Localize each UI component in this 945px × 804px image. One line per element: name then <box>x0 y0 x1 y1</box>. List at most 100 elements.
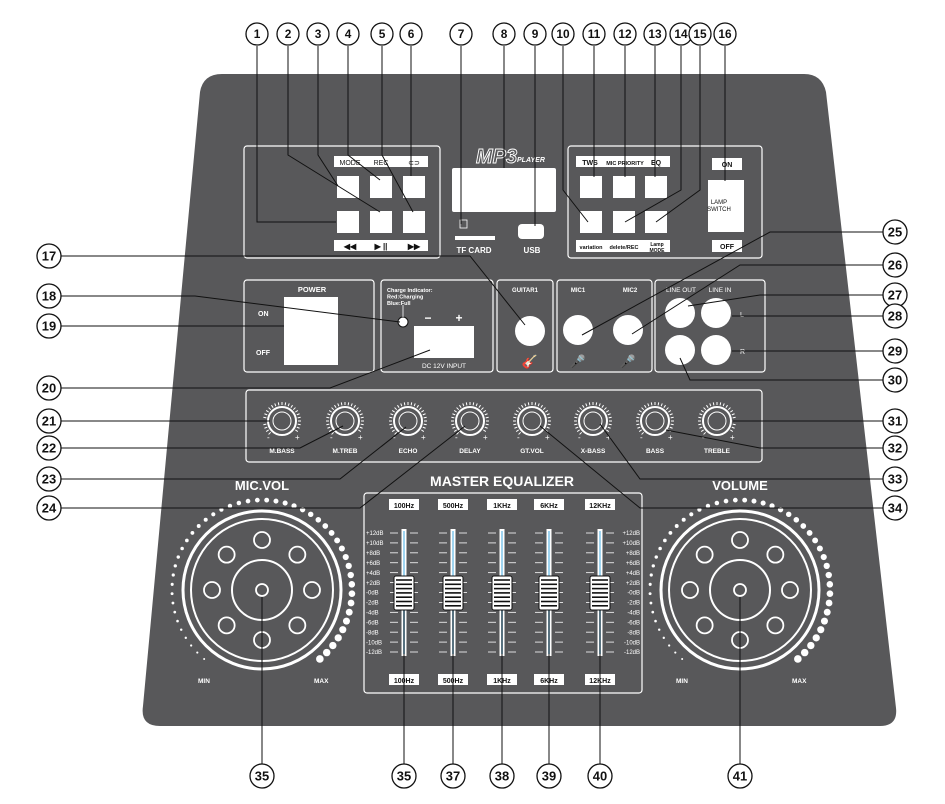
callout-22: 22 <box>36 435 62 461</box>
tf-card-label: TF CARD <box>456 246 491 255</box>
variation-label: variation <box>580 245 604 251</box>
power-switch[interactable] <box>284 297 338 365</box>
knob-max-sign: + <box>606 433 611 442</box>
callout-33: 33 <box>882 466 908 492</box>
knob-max-sign: + <box>668 433 673 442</box>
knob-bass[interactable]: -+BASS <box>636 402 674 455</box>
next-icon: ▶▶ <box>407 242 421 251</box>
guitar-input-jack[interactable] <box>515 316 545 346</box>
svg-text:+2dB: +2dB <box>626 581 640 587</box>
prev-button[interactable] <box>337 211 359 233</box>
leader-line <box>562 46 589 223</box>
svg-text:+4dB: +4dB <box>626 571 640 577</box>
knob-max-sign: + <box>730 433 735 442</box>
callout-40: 40 <box>587 763 613 789</box>
callout-1: 1 <box>245 22 269 46</box>
svg-text:18: 18 <box>42 289 56 304</box>
svg-text:+12dB: +12dB <box>366 531 384 537</box>
svg-text:-4dB: -4dB <box>627 611 640 617</box>
svg-text:+8dB: +8dB <box>626 551 640 557</box>
knob-x-bass[interactable]: -+X-BASS <box>574 402 612 455</box>
knob-label: BASS <box>646 448 665 455</box>
svg-text:40: 40 <box>593 769 607 784</box>
line-out-jack-r[interactable] <box>665 335 695 365</box>
rec-button[interactable] <box>370 176 392 198</box>
callout-29: 29 <box>882 338 908 364</box>
svg-text:20: 20 <box>42 381 56 396</box>
callout-11: 11 <box>582 22 606 46</box>
leader-line <box>61 295 401 323</box>
svg-text:11: 11 <box>588 27 601 41</box>
mic1-input-jack[interactable] <box>563 315 593 345</box>
repeat-button[interactable] <box>403 176 425 198</box>
svg-text:-0dB: -0dB <box>627 591 640 597</box>
svg-text:-10dB: -10dB <box>366 640 382 646</box>
svg-text:24: 24 <box>42 501 57 516</box>
knob-gt-vol[interactable]: -+GT.VOL <box>513 402 551 455</box>
knob-treble[interactable]: -+TREBLE <box>698 402 736 455</box>
knob-min-sign: - <box>455 433 458 442</box>
svg-text:14: 14 <box>674 27 688 41</box>
eq-button[interactable] <box>645 176 667 198</box>
knob-echo[interactable]: -+ECHO <box>389 402 427 455</box>
svg-text:6: 6 <box>408 27 415 41</box>
master-equalizer-title: MASTER EQUALIZER <box>430 473 574 489</box>
usb-port[interactable] <box>518 224 544 239</box>
knob-min-sign: - <box>517 433 520 442</box>
line-out-jack-l[interactable] <box>665 298 695 328</box>
knob-min-sign: - <box>578 433 581 442</box>
db-scale-right: +12dB+10dB+8dB+6dB+4dB+2dB-0dB-2dB-4dB-6… <box>622 531 640 656</box>
variation-button[interactable] <box>580 211 602 233</box>
line-box <box>654 279 766 373</box>
callout-28: 28 <box>882 303 908 329</box>
callout-35: 35 <box>391 763 417 789</box>
delete-rec-label: delete/REC <box>609 245 638 251</box>
svg-text:39: 39 <box>542 769 556 784</box>
mic2-input-jack[interactable] <box>613 315 643 345</box>
callout-2: 2 <box>276 22 300 46</box>
delete-rec-button[interactable] <box>613 211 635 233</box>
eq-band-label-top <box>487 499 517 510</box>
knob-label: M.TREB <box>333 448 358 455</box>
callout-41: 41 <box>727 763 753 789</box>
lamp-switch[interactable] <box>708 180 744 232</box>
min-label: MIN <box>198 678 210 685</box>
svg-text:5: 5 <box>379 27 386 41</box>
mic-priority-button[interactable] <box>613 176 635 198</box>
variation-label-strip <box>576 240 670 252</box>
svg-text:3: 3 <box>315 27 322 41</box>
knob-label: TREBLE <box>704 448 731 455</box>
next-button[interactable] <box>403 211 425 233</box>
svg-text:-6dB: -6dB <box>366 620 379 626</box>
tws-button[interactable] <box>580 176 602 198</box>
dc-plus-sign: + <box>455 311 462 325</box>
callout-15: 15 <box>688 22 712 46</box>
svg-text:30: 30 <box>888 373 902 388</box>
knob-m-bass[interactable]: -+M.BASS <box>263 402 301 455</box>
svg-text:32: 32 <box>888 441 902 456</box>
callout-38: 38 <box>489 763 515 789</box>
svg-text:16: 16 <box>718 27 732 41</box>
leader-line <box>381 46 414 213</box>
mp3-player-sublabel: PLAYER <box>517 157 545 164</box>
line-in-jack-l[interactable] <box>701 298 731 328</box>
dc-input-port[interactable] <box>414 326 474 358</box>
line-r-label: R <box>740 349 745 356</box>
leader-line <box>631 264 883 335</box>
mode-button[interactable] <box>337 176 359 198</box>
leader-line <box>599 423 883 480</box>
play-pause-button[interactable] <box>370 211 392 233</box>
svg-text:17: 17 <box>42 249 56 264</box>
line-in-jack-r[interactable] <box>701 335 731 365</box>
callout-10: 10 <box>551 22 575 46</box>
eq-band-text-top: 1KHz <box>493 503 511 510</box>
tf-card-slot[interactable] <box>455 236 495 240</box>
eq-band-text-top: 100Hz <box>394 503 415 510</box>
repeat-icon: ⊂⊃ <box>408 160 420 167</box>
svg-text:-6dB: -6dB <box>627 620 640 626</box>
knob-delay[interactable]: -+DELAY <box>451 402 489 455</box>
leader-line <box>287 46 381 213</box>
